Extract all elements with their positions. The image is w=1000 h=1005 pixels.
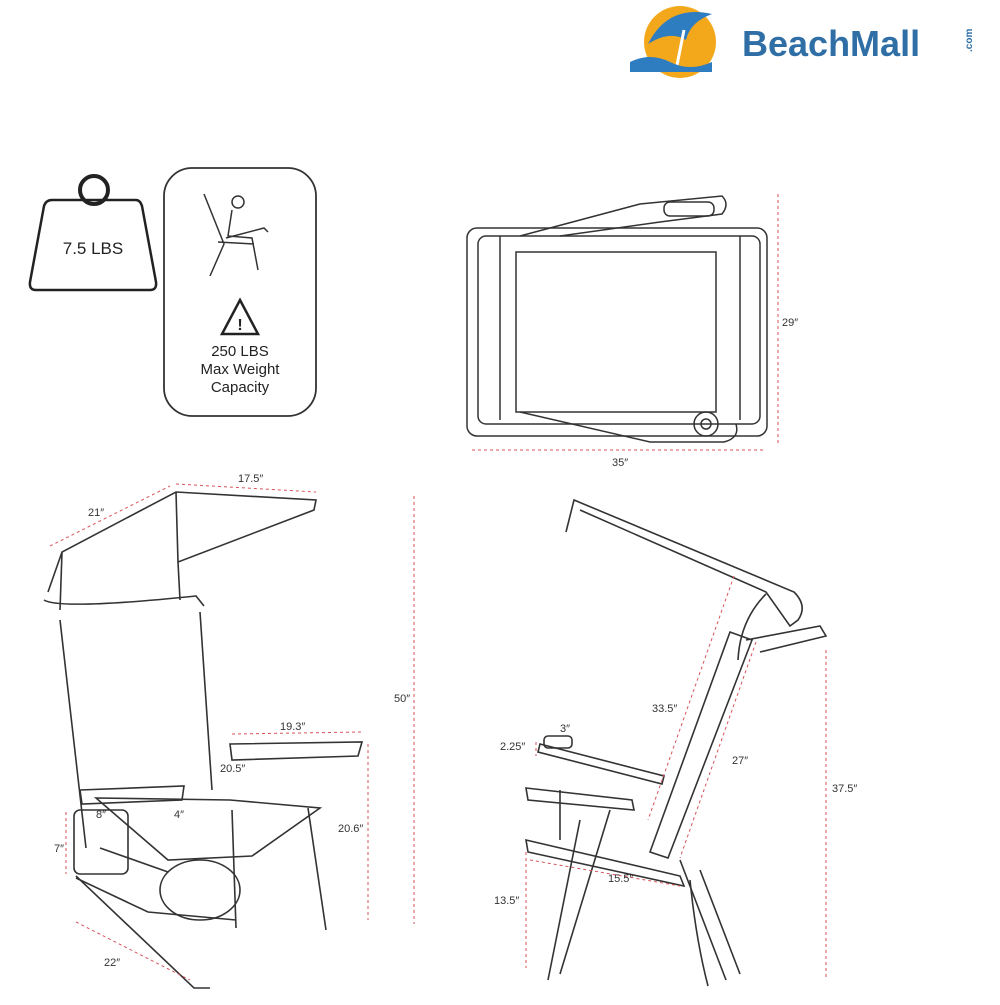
dim-armrest-height: 20.6″ (338, 823, 363, 835)
dim-tray-width: 20.5″ (220, 763, 245, 775)
front-pouch (73, 809, 129, 875)
front-tray (229, 741, 364, 761)
wave-icon (630, 57, 712, 72)
dim-folded-width: 35″ (612, 457, 628, 469)
seated-person-icon (203, 193, 269, 277)
side-strap (689, 879, 709, 987)
front-base (75, 877, 237, 921)
front-backrest-top (43, 595, 205, 607)
side-canopy-support (737, 593, 767, 661)
side-tray (537, 743, 665, 785)
dim-base-width: 22″ (104, 957, 120, 969)
capacity-line-3: Capacity (211, 379, 270, 396)
front-chair-view (43, 491, 364, 989)
capacity-card: ! 250 LBS Max Weight Capacity (163, 167, 317, 417)
folded-chair-view (466, 195, 768, 443)
dim-pouch-height: 7″ (54, 843, 64, 855)
weight-badge: 7.5 LBS (28, 174, 158, 292)
folded-knob-center (700, 418, 712, 430)
folded-seat-panel (515, 251, 717, 413)
dim-folded-height: 29″ (782, 317, 798, 329)
folded-knob (693, 411, 719, 437)
weight-icon (28, 198, 158, 292)
weight-label: 7.5 LBS (63, 239, 124, 258)
folded-frame-inner (477, 235, 761, 425)
capacity-card-frame (163, 167, 317, 417)
dim-line-seat-depth (529, 859, 681, 887)
side-chair-view (525, 498, 828, 987)
dim-overall-height: 50″ (394, 693, 410, 705)
dim-seat-back-height: 37.5″ (832, 783, 857, 795)
warning-mark: ! (237, 317, 242, 334)
dim-line-canopy-arm (647, 575, 735, 821)
front-seat (93, 797, 323, 861)
side-legs (547, 790, 741, 981)
front-backrest-frame (59, 611, 213, 849)
dim-canopy-arm: 33.5″ (652, 703, 677, 715)
folded-frame-outer (466, 227, 768, 437)
capacity-line-1: 250 LBS (211, 343, 269, 360)
folded-handle (663, 201, 715, 217)
front-legs (75, 807, 327, 989)
dim-backrest: 27″ (732, 755, 748, 767)
dim-cup-depth: 2.25″ (500, 741, 525, 753)
folded-dimensions (472, 194, 779, 451)
dim-seat-height: 13.5″ (494, 895, 519, 907)
brand-logo: BeachMall .com (630, 6, 975, 78)
side-dimensions (525, 575, 827, 980)
side-cupholder (543, 735, 573, 749)
folded-lower-bar (519, 411, 738, 443)
dim-tray-length: 19.3″ (280, 721, 305, 733)
brand-suffix: .com (964, 29, 975, 52)
side-seat (525, 838, 686, 888)
front-canopy-edge (59, 491, 179, 611)
dim-line-canopy-depth (49, 485, 171, 547)
front-bag (159, 859, 241, 921)
dim-seat-depth: 15.5″ (608, 873, 633, 885)
front-dimensions (49, 483, 415, 981)
front-cupholder-tray (79, 785, 185, 805)
dim-line-backrest (679, 641, 757, 859)
dim-canopy-width: 17.5″ (238, 473, 263, 485)
brand-name: BeachMall (742, 23, 920, 64)
side-backrest (648, 630, 754, 860)
dim-line-canopy-width (175, 483, 317, 493)
weight-ring (78, 174, 110, 206)
side-armrest (525, 787, 635, 811)
umbrella-pole (674, 29, 686, 71)
dim-cupholder: 4″ (174, 809, 184, 821)
umbrella-icon (648, 12, 712, 44)
dim-canopy-depth: 21″ (88, 507, 104, 519)
dim-line-tray-length (231, 731, 363, 735)
side-handle (745, 625, 828, 653)
folded-canopy-arm (519, 195, 727, 237)
dim-cup-diameter: 3″ (560, 723, 570, 735)
warning-icon (219, 297, 261, 336)
dim-pouch-width: 8″ (96, 809, 106, 821)
side-canopy (565, 498, 803, 628)
capacity-line-2: Max Weight (201, 361, 281, 378)
